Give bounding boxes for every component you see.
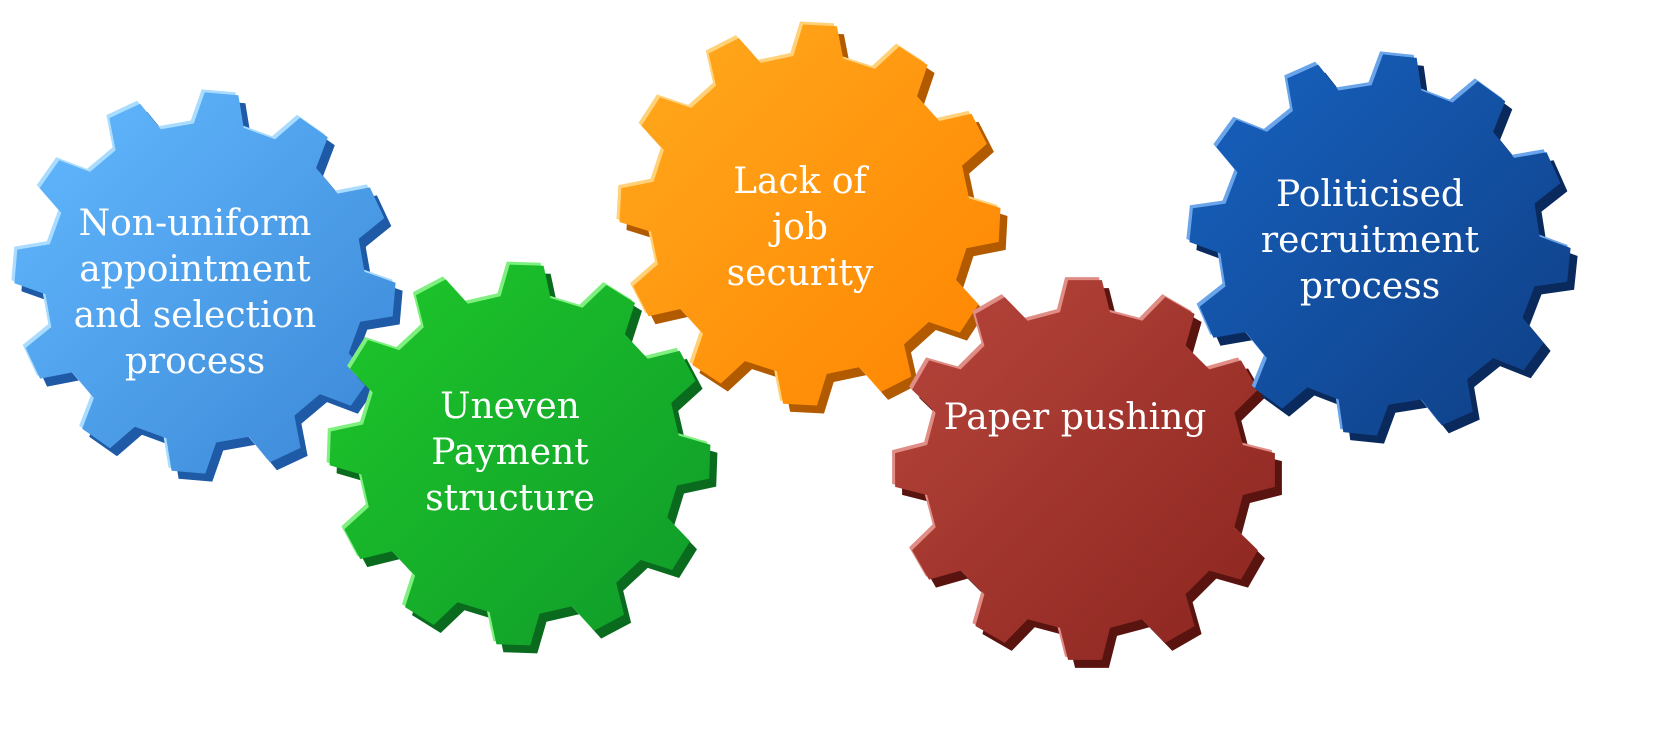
gear-label-line: Uneven [440, 386, 580, 427]
gear-label-line: process [125, 341, 265, 382]
gear-label-line: security [727, 253, 874, 294]
gear-label-line: appointment [79, 249, 311, 290]
gear-body [1189, 54, 1571, 436]
gear-label-line: Payment [431, 432, 589, 473]
gear-label-line: recruitment [1261, 220, 1480, 261]
gear-label: Paper pushing [944, 397, 1207, 438]
gear-lack-of-job-security: Lack of job security [616, 21, 1008, 414]
gear-body [619, 24, 1001, 406]
gear-paper-pushing: Paper pushing [892, 277, 1282, 668]
gear-label-line: process [1300, 266, 1440, 307]
gear-label-line: Lack of [733, 161, 869, 202]
gear-label-line: Non-uniform [79, 203, 312, 244]
gear-non-uniform-appointment: Non-uniform appointment and selection proce… [11, 89, 403, 482]
gear-label: Lack of job security [727, 161, 874, 294]
gear-label-line: Paper pushing [944, 397, 1207, 438]
gear-label-line: job [768, 207, 828, 248]
gear-label: Politicised recruitment process [1261, 174, 1480, 307]
gear-label-line: and selection [74, 295, 317, 336]
gear-body [329, 264, 711, 646]
gear-label: Non-uniform appointment and selection proce… [74, 203, 317, 382]
gear-body [895, 280, 1275, 660]
gear-body [14, 92, 396, 474]
gear-politicised-recruitment: Politicised recruitment process [1186, 51, 1578, 444]
gear-label-line: Politicised [1276, 174, 1464, 215]
gear-label-line: structure [425, 478, 595, 519]
